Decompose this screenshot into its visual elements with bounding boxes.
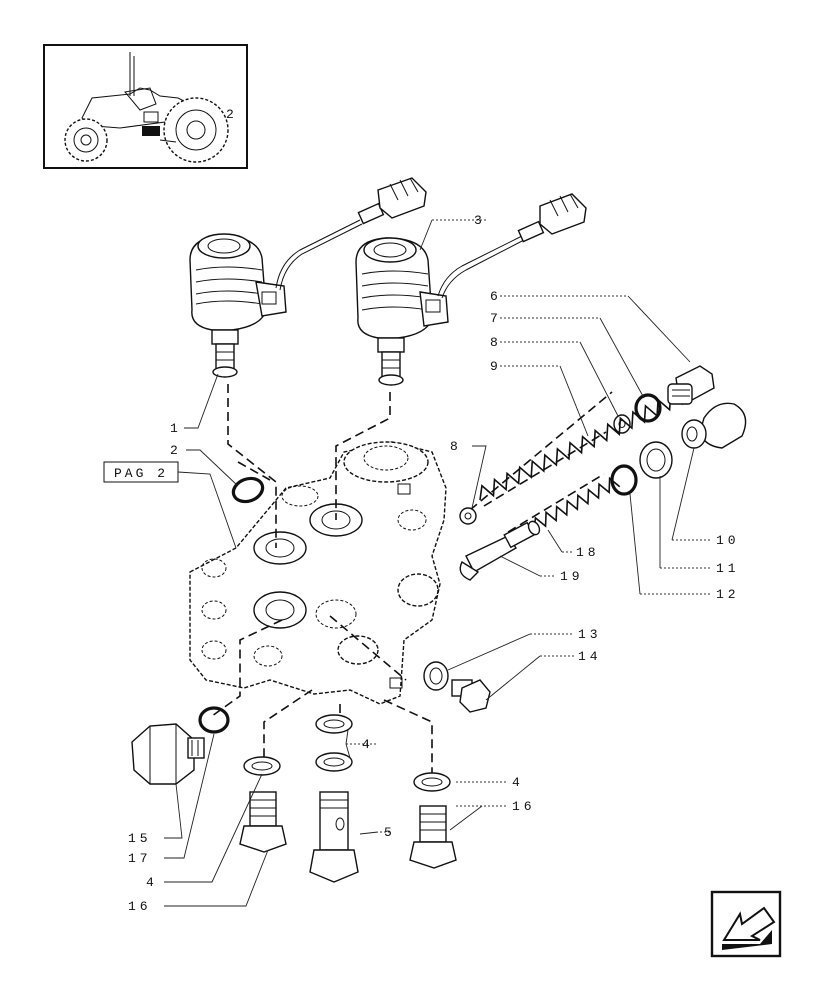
spool: [459, 520, 541, 581]
callout-2[interactable]: 2: [170, 443, 178, 458]
solenoid-right[interactable]: [355, 193, 587, 386]
callout-7[interactable]: 7: [490, 311, 498, 326]
callout-4-center[interactable]: 4: [362, 737, 370, 752]
tractor-icon: [64, 52, 229, 163]
thumbnail-frame[interactable]: 2: [43, 44, 248, 169]
solenoid-left[interactable]: [189, 177, 427, 378]
callout-19[interactable]: 19: [560, 569, 584, 584]
callout-4-left[interactable]: 4: [146, 875, 154, 890]
callout-13[interactable]: 13: [578, 627, 602, 642]
callout-5[interactable]: 5: [384, 825, 392, 840]
callout-3[interactable]: 3: [474, 213, 482, 228]
callout-1[interactable]: 1: [170, 421, 178, 436]
reference-box-label: PAG 2: [114, 466, 168, 481]
callout-14[interactable]: 14: [578, 649, 602, 664]
callout-15[interactable]: 15: [128, 831, 152, 846]
callouts: 1 2 3 4 4 4 5 6 7 8 8 9 10 11 12 13 14 1…: [128, 213, 740, 914]
back-arrow-icon[interactable]: [710, 890, 782, 958]
callout-11[interactable]: 11: [716, 561, 740, 576]
thumbnail-marker: 2: [226, 107, 234, 122]
fittings: [131, 365, 747, 883]
callout-16-left[interactable]: 16: [128, 899, 152, 914]
callout-6[interactable]: 6: [490, 289, 498, 304]
callout-18[interactable]: 18: [576, 545, 600, 560]
callout-17[interactable]: 17: [128, 851, 152, 866]
leader-lines: [164, 219, 712, 907]
callout-8-upper[interactable]: 8: [490, 335, 498, 350]
springs: [479, 385, 696, 531]
reference-box[interactable]: PAG 2: [103, 461, 237, 549]
valve-body[interactable]: [189, 441, 447, 705]
seals: [198, 393, 673, 792]
callout-9[interactable]: 9: [490, 359, 498, 374]
callout-8-lower[interactable]: 8: [450, 439, 458, 454]
callout-4-right[interactable]: 4: [512, 775, 520, 790]
callout-16-right[interactable]: 16: [512, 799, 536, 814]
callout-10[interactable]: 10: [716, 533, 740, 548]
callout-12[interactable]: 12: [716, 587, 740, 602]
